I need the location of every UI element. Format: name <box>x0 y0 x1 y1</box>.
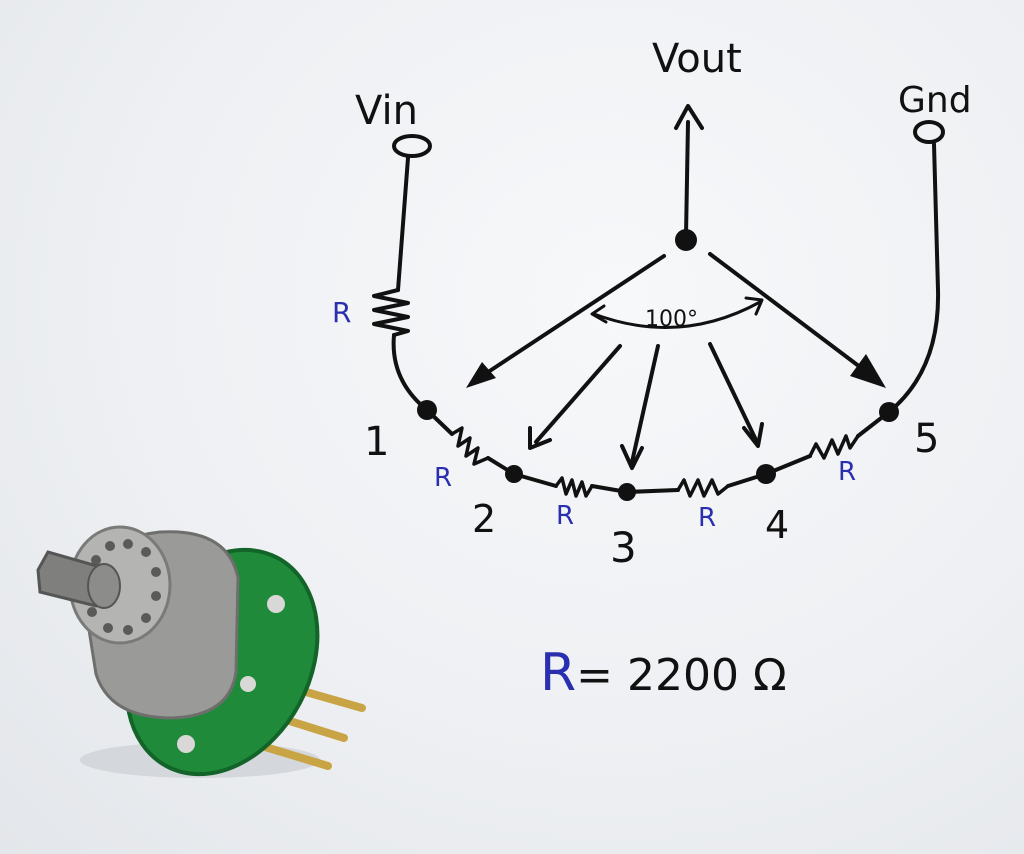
angle-arc-head-left <box>590 304 608 324</box>
wiper-arrow-3 <box>630 344 660 464</box>
wiper-arrowhead-5 <box>850 354 886 388</box>
node-4 <box>756 464 776 484</box>
node-label-4: 4 <box>765 503 789 547</box>
resistor-label-4-5: R <box>838 457 856 487</box>
wiper-arrowhead-2 <box>528 426 552 450</box>
wiper-arrowhead-1 <box>466 362 496 388</box>
resistor-label-2-3: R <box>556 501 574 531</box>
vin-label: Vin <box>355 88 418 134</box>
node-label-1: 1 <box>364 419 389 465</box>
node-label-3: 3 <box>610 523 637 572</box>
equation-value: = 2200 Ω <box>576 650 786 701</box>
resistor-label-1-2: R <box>434 463 452 493</box>
resistor-2-3 <box>554 476 594 498</box>
resistor-vin <box>372 288 410 337</box>
wiper-arrow-1 <box>474 254 666 382</box>
vin-lead <box>396 156 410 292</box>
node-label-5: 5 <box>914 416 939 462</box>
node-label-2: 2 <box>472 497 496 541</box>
angle-arc-head-right <box>744 296 764 316</box>
node-1 <box>417 400 437 420</box>
angle-label: 100° <box>645 307 698 332</box>
angle-arc <box>592 300 762 329</box>
equation: R= 2200 Ω <box>540 643 787 703</box>
resistor-3-4 <box>676 478 730 498</box>
vin-terminal <box>392 134 432 158</box>
equation-symbol: R <box>540 643 576 703</box>
gnd-lead <box>887 142 941 414</box>
node-2 <box>505 465 523 483</box>
resistor-label-vin: R <box>332 296 351 329</box>
rotary-switch-photo <box>36 525 366 778</box>
gnd-label: Gnd <box>898 80 972 121</box>
node-3 <box>618 483 636 501</box>
vout-arrowhead <box>674 104 704 130</box>
gnd-terminal <box>913 120 945 144</box>
vout-label: Vout <box>652 36 742 82</box>
wiper-arrow-2 <box>534 344 622 444</box>
resistor-label-3-4: R <box>698 503 716 533</box>
wiper-pivot <box>675 229 697 251</box>
resistor-1-2 <box>450 426 490 466</box>
vout-shaft <box>684 120 690 238</box>
lead-to-node1 <box>391 333 429 412</box>
wiper-arrowhead-3 <box>620 444 644 470</box>
wiper-arrowhead-4 <box>742 422 764 448</box>
wiper-arrow-4 <box>708 342 758 442</box>
node-5 <box>879 402 899 422</box>
resistor-4-5 <box>808 434 860 460</box>
wiper-arrow-5 <box>708 252 874 378</box>
